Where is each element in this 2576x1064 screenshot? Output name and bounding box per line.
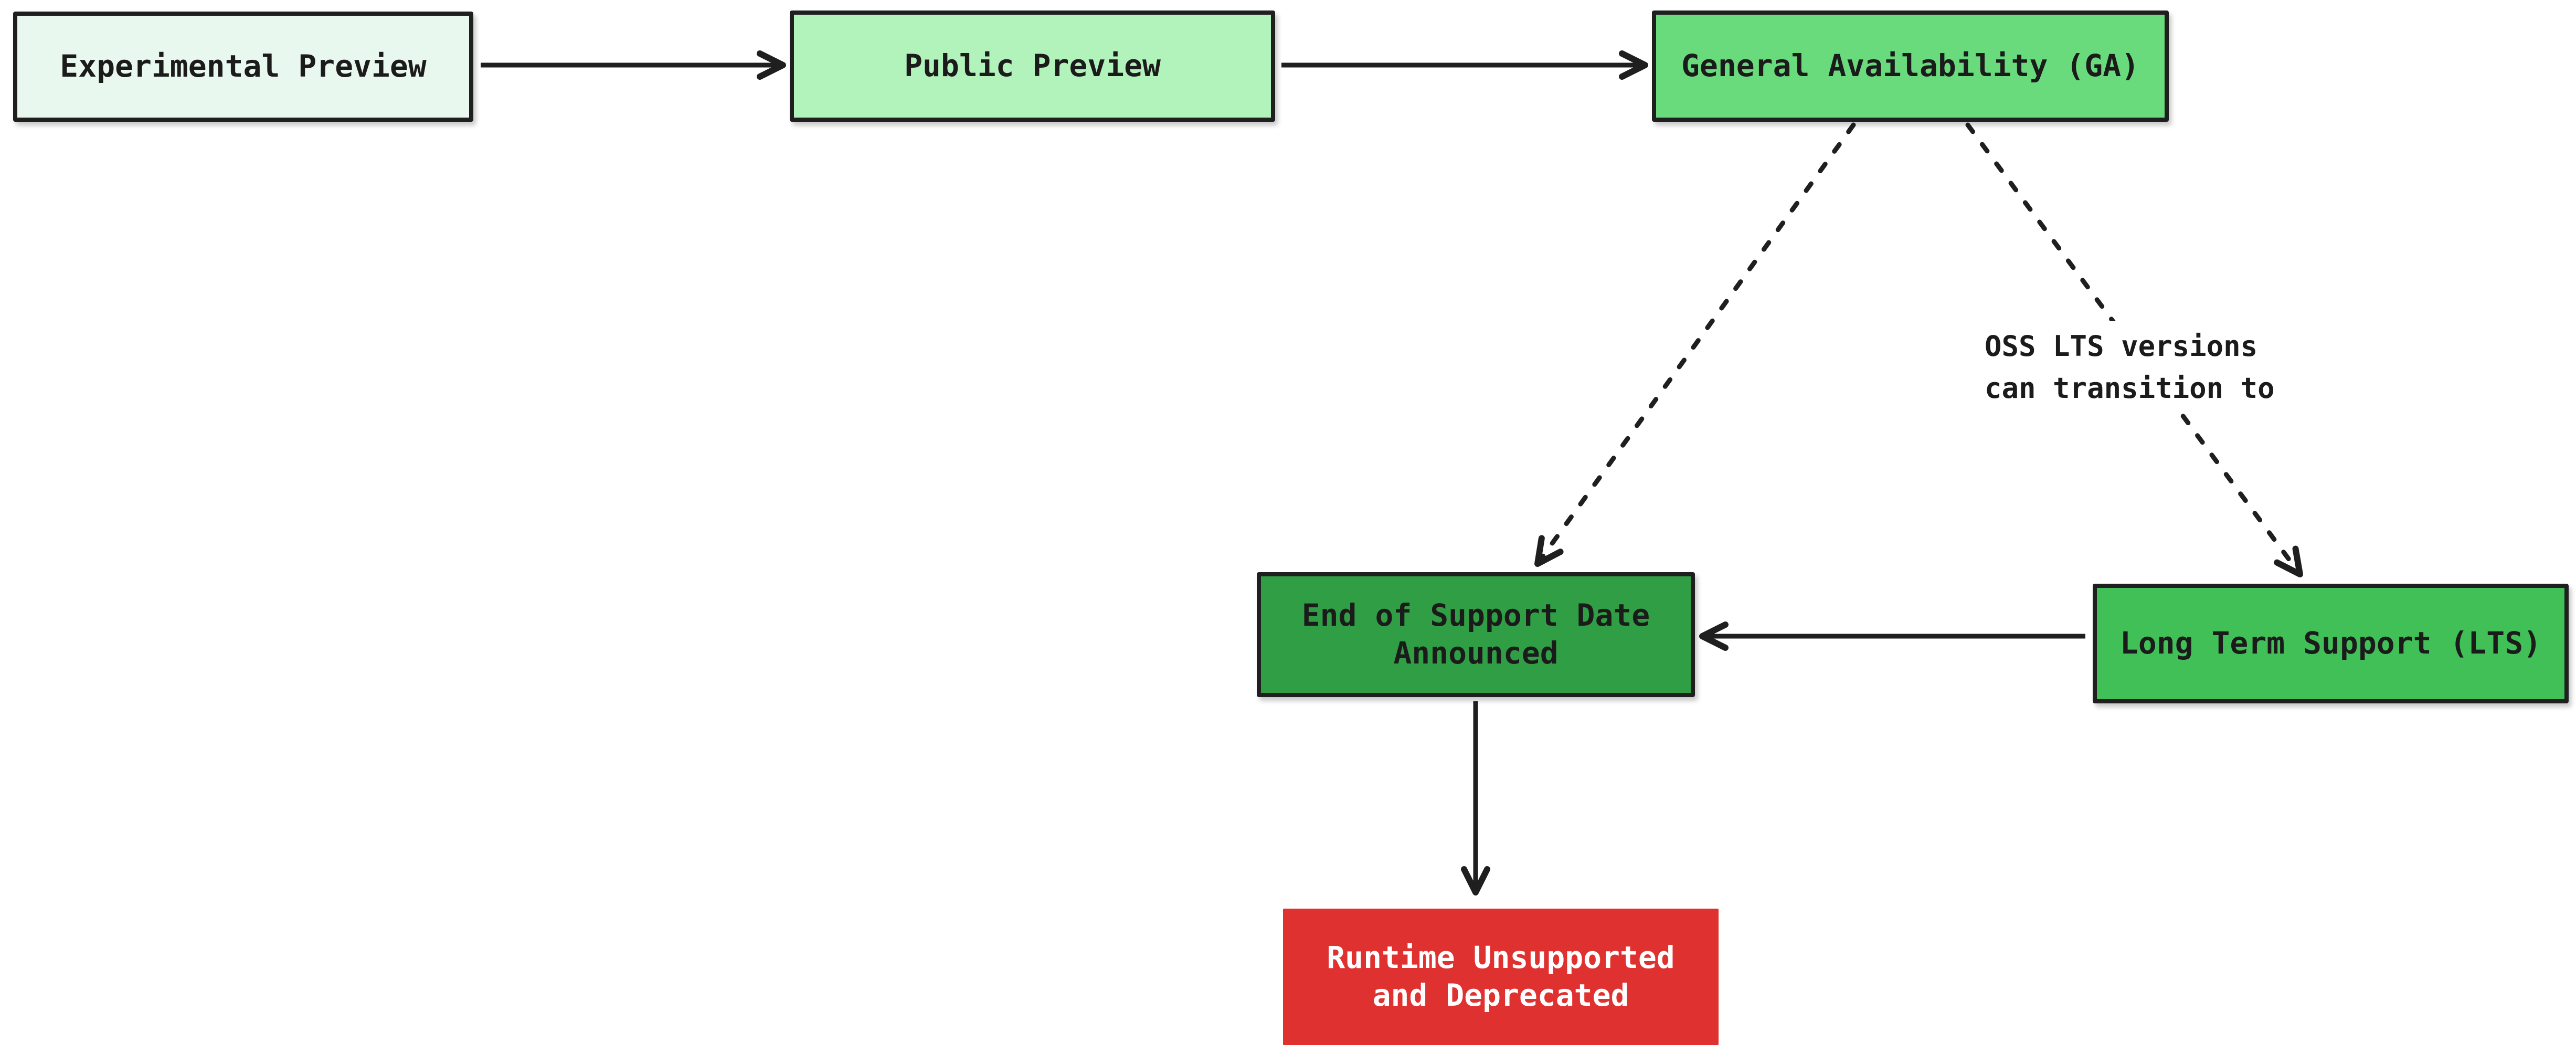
node-general-availability: General Availability (GA) bbox=[1652, 10, 2169, 122]
edge-label-oss-lts-transition: OSS LTS versions can transition to bbox=[1978, 321, 2281, 414]
node-experimental-preview: Experimental Preview bbox=[13, 12, 473, 122]
node-public-preview: Public Preview bbox=[790, 10, 1275, 122]
edge-ga-to-eos bbox=[1534, 122, 1856, 567]
node-runtime-unsupported: Runtime Unsupported and Deprecated bbox=[1283, 909, 1719, 1045]
node-long-term-support: Long Term Support (LTS) bbox=[2093, 584, 2569, 703]
node-end-of-support-announced: End of Support Date Announced bbox=[1257, 572, 1695, 697]
